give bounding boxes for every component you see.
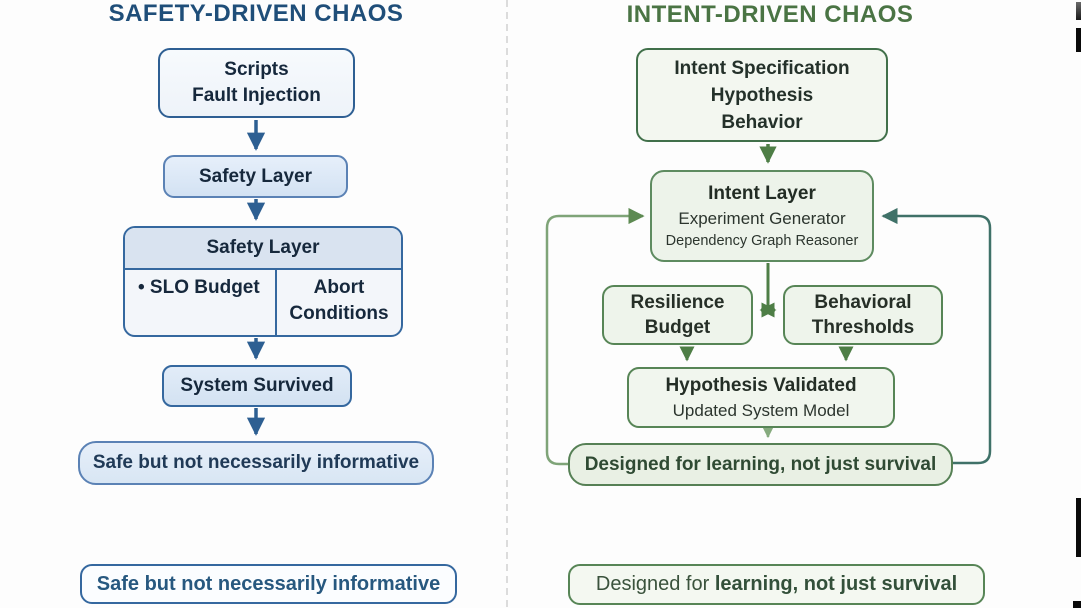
node-behavioral-thresholds: Behavioral Thresholds <box>783 285 943 345</box>
node-line: Designed for learning, not just survival <box>584 453 937 475</box>
node-line: System Survived <box>180 375 334 396</box>
node-line: Budget <box>644 317 711 338</box>
node-line: Thresholds <box>811 317 915 338</box>
node-safety-layer: Safety Layer <box>163 155 348 198</box>
node-line: Safe but not necessarily informative <box>92 452 420 473</box>
node-line: Intent Layer <box>708 182 816 204</box>
node-line: Hypothesis Validated <box>665 375 857 396</box>
left-column-title: SAFETY-DRIVEN CHAOS <box>108 0 404 27</box>
caption-text-bold: learning, not just survival <box>714 573 958 595</box>
caption-text: Safe but not necessarily informative <box>96 572 441 595</box>
node-line: Scripts <box>224 59 289 80</box>
node-line: Behavior <box>721 111 803 133</box>
table-header: Safety Layer <box>125 228 401 270</box>
caption-safe-outcome: Safe but not necessarily informative <box>80 564 457 604</box>
node-line: Updated System Model <box>672 401 850 420</box>
node-line: Hypothesis <box>710 84 814 106</box>
node-hypothesis-validated: Hypothesis Validated Updated System Mode… <box>627 367 895 428</box>
node-line: Dependency Graph Reasoner <box>665 232 859 249</box>
node-line: Behavioral <box>814 292 912 313</box>
edge-artifact <box>1076 498 1081 557</box>
edge-artifact <box>1076 28 1081 52</box>
node-system-survived: System Survived <box>162 365 352 407</box>
node-intent-layer: Intent Layer Experiment Generator Depend… <box>650 170 874 262</box>
node-line: Resilience <box>630 292 725 313</box>
edge-artifact <box>1073 601 1081 608</box>
table-header-label: Safety Layer <box>206 237 320 258</box>
caption-text-regular: Designed for <box>595 573 715 595</box>
node-line: Intent Specification <box>674 57 850 79</box>
node-safe-outcome: Safe but not necessarily informative <box>78 441 434 485</box>
node-line: Fault Injection <box>192 85 321 106</box>
node-designed-for-learning: Designed for learning, not just survival <box>568 443 953 486</box>
node-line: Experiment Generator <box>678 208 846 228</box>
node-scripts-fault-injection: Scripts Fault Injection <box>158 48 355 118</box>
caption-designed-for-learning: Designed for learning, not just survival <box>568 564 985 605</box>
node-resilience-budget: Resilience Budget <box>602 285 753 345</box>
table-cell-abort-conditions: Abort Conditions <box>277 270 401 335</box>
table-cell-slo-budget: • SLO Budget <box>125 270 277 335</box>
cell-line: Abort <box>313 277 365 298</box>
cell-line: Conditions <box>289 303 389 324</box>
node-safety-layer-table: Safety Layer • SLO Budget Abort Conditio… <box>123 226 403 337</box>
table-body: • SLO Budget Abort Conditions <box>125 270 401 335</box>
node-intent-specification: Intent Specification Hypothesis Behavior <box>636 48 888 142</box>
node-line: Safety Layer <box>198 165 312 187</box>
right-column-title: INTENT-DRIVEN CHAOS <box>626 1 914 28</box>
edge-artifact <box>1076 2 1081 20</box>
